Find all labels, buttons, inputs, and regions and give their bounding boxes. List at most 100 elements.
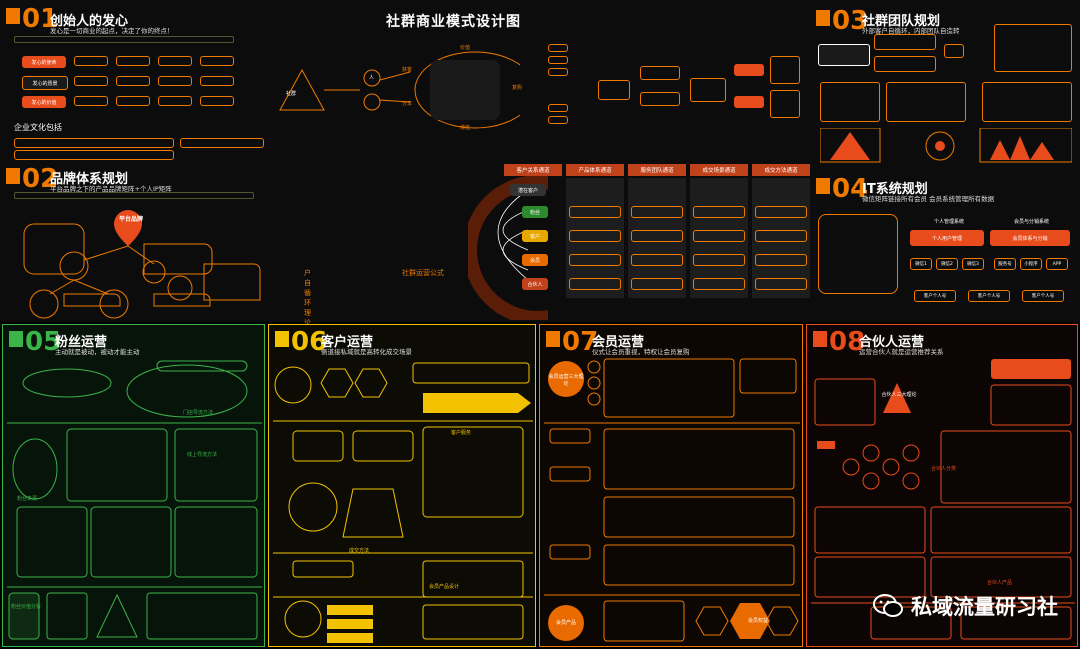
- node: [994, 24, 1072, 72]
- section-number: 08: [829, 327, 866, 357]
- node: [874, 56, 936, 72]
- node: [116, 76, 150, 86]
- section-subtitle: 微信矩阵链接所有会员 会员系统管理所有数据: [862, 195, 995, 203]
- panel-label: 粉丝来源: [17, 496, 38, 502]
- section-title: 粉丝运营: [55, 335, 108, 350]
- pipeline-column-head: 成交方法通道: [752, 164, 810, 176]
- label-people: 人: [369, 75, 375, 81]
- section-subtitle: 平台品牌之下的产品品牌矩阵+个人IP矩阵: [50, 185, 172, 193]
- section-subtitle: 仪式让会员重视，特权让会员复购: [592, 348, 690, 356]
- section-marker: [6, 168, 20, 184]
- node: [200, 56, 234, 66]
- client-account-box: 客户个人号: [968, 290, 1010, 302]
- pipeline-cell: [693, 278, 745, 290]
- section-marker: [6, 8, 20, 24]
- section-title: 创始人的发心: [50, 14, 129, 29]
- pipeline-cell: [693, 254, 745, 266]
- section-title: 会员运营: [592, 335, 645, 350]
- section-number: 03: [832, 6, 869, 36]
- pipeline-cell: [755, 230, 807, 242]
- node: [200, 96, 234, 106]
- panel-label: 合伙人三大理论: [881, 392, 917, 398]
- channel-box: 微信1: [910, 258, 932, 270]
- section-marker: [546, 331, 560, 347]
- node: [158, 76, 192, 86]
- client-account-box: 客户个人号: [1022, 290, 1064, 302]
- pipeline-stage: 会员: [522, 254, 548, 266]
- section-number: 01: [22, 4, 59, 34]
- pipeline-cell: [569, 278, 621, 290]
- section-07: 07 会员运营 仪式让会员重视，特权让会员复购 会员运营三大理论 会员产品 会员…: [539, 324, 803, 647]
- pipeline-cell: [631, 206, 683, 218]
- client-account-box: 客户个人号: [914, 290, 956, 302]
- section-title: 合伙人运营: [859, 335, 925, 350]
- node: [158, 56, 192, 66]
- node: [116, 96, 150, 106]
- section-05: 05 粉丝运营 主动就是被动，被动才能主动 门店导流方法 线上导流方法 粉丝来源…: [2, 324, 265, 647]
- node: [14, 138, 174, 148]
- panel-label: 成交方法: [349, 548, 370, 554]
- section-number: 04: [832, 174, 869, 204]
- team-charts: [820, 128, 1072, 163]
- formula-label: 社群运营公式: [402, 269, 444, 277]
- pipeline-stage: 客户: [522, 230, 548, 242]
- pipeline-column-head: 服务团队通道: [628, 164, 686, 176]
- row-label: 发心的价值: [22, 96, 66, 108]
- pipeline-cell: [755, 278, 807, 290]
- node: [770, 56, 800, 84]
- node: [886, 82, 966, 122]
- node: [820, 82, 880, 122]
- section-title: 客户运营: [321, 335, 374, 350]
- channel-box: 微信3: [962, 258, 984, 270]
- node: [14, 150, 174, 160]
- text-lines: [14, 192, 254, 202]
- section-title: 品牌体系规划: [50, 172, 129, 187]
- panel-label: 合伙人产品: [987, 580, 1013, 586]
- panel-label: 粉丝价值分析: [11, 604, 42, 610]
- section-title: IT系统规划: [862, 182, 928, 197]
- panel-label: 门店导流方法: [183, 410, 214, 416]
- section-number: 06: [291, 327, 328, 357]
- pipeline-stage: 粉丝: [522, 206, 548, 218]
- system-label: 会员与分销系统: [1014, 219, 1050, 225]
- channel-box: 微信2: [936, 258, 958, 270]
- channel-box: 服务号: [994, 258, 1016, 270]
- section-subtitle: 外部客户自循环，内部团队自造转: [862, 27, 960, 35]
- pipeline-column-head: 成交场景通道: [690, 164, 748, 176]
- pipeline-arcs: [468, 175, 548, 320]
- node: [690, 78, 726, 102]
- pipeline-column-head: 客户关系通道: [504, 164, 562, 176]
- section-01: 01 创始人的发心 发心是一切商业的起点，决定了你的终点！ 发心的使命 发心的愿…: [4, 4, 266, 160]
- pipeline-cell: [631, 254, 683, 266]
- watermark: 私域流量研习社: [873, 591, 1058, 621]
- pipeline-stage: 合伙人: [522, 278, 548, 290]
- section-02: 02 品牌体系规划 平台品牌之下的产品品牌矩阵+个人IP矩阵 平台品牌 户自循环…: [4, 164, 311, 327]
- pipeline-cell: [631, 230, 683, 242]
- section-subtitle: 发心是一切商业的起点，决定了你的终点！: [50, 27, 174, 35]
- team-root: [818, 44, 870, 66]
- panel-label: 会员运营三大理论: [548, 374, 584, 387]
- label-social-group: 社群: [286, 91, 297, 97]
- panel-label: 合伙人分类: [931, 466, 957, 472]
- culture-label: 企业文化包括: [14, 123, 62, 132]
- page-title: 社群商业模式设计图: [386, 14, 521, 30]
- section-marker: [816, 10, 830, 26]
- section-04: 04 IT系统规划 微信矩阵链接所有会员 会员系统管理所有数据 个人管理系统 会…: [814, 172, 1076, 320]
- text-lines: [14, 36, 234, 46]
- pipeline-cell: [693, 206, 745, 218]
- node: [158, 96, 192, 106]
- panel-label: 会员产品设计: [429, 584, 460, 590]
- section-03: 03 社群团队规划 外部客户自循环，内部团队自造转: [814, 4, 1076, 168]
- node: [874, 34, 936, 50]
- panel-label: 客户服务: [451, 430, 472, 436]
- top-region: [0, 0, 1080, 322]
- section-subtitle: 运营合伙人就是运营推荐关系: [859, 348, 944, 356]
- row-label: 发心的使命: [22, 56, 66, 68]
- node: [180, 138, 264, 148]
- system-box: 会员体系与分销: [990, 230, 1070, 246]
- section-subtitle: 侧道接私域就是高转化成交场景: [321, 348, 412, 356]
- fans-diagram: [7, 360, 262, 640]
- node: [74, 76, 108, 86]
- node: [74, 56, 108, 66]
- pipeline-cell: [569, 230, 621, 242]
